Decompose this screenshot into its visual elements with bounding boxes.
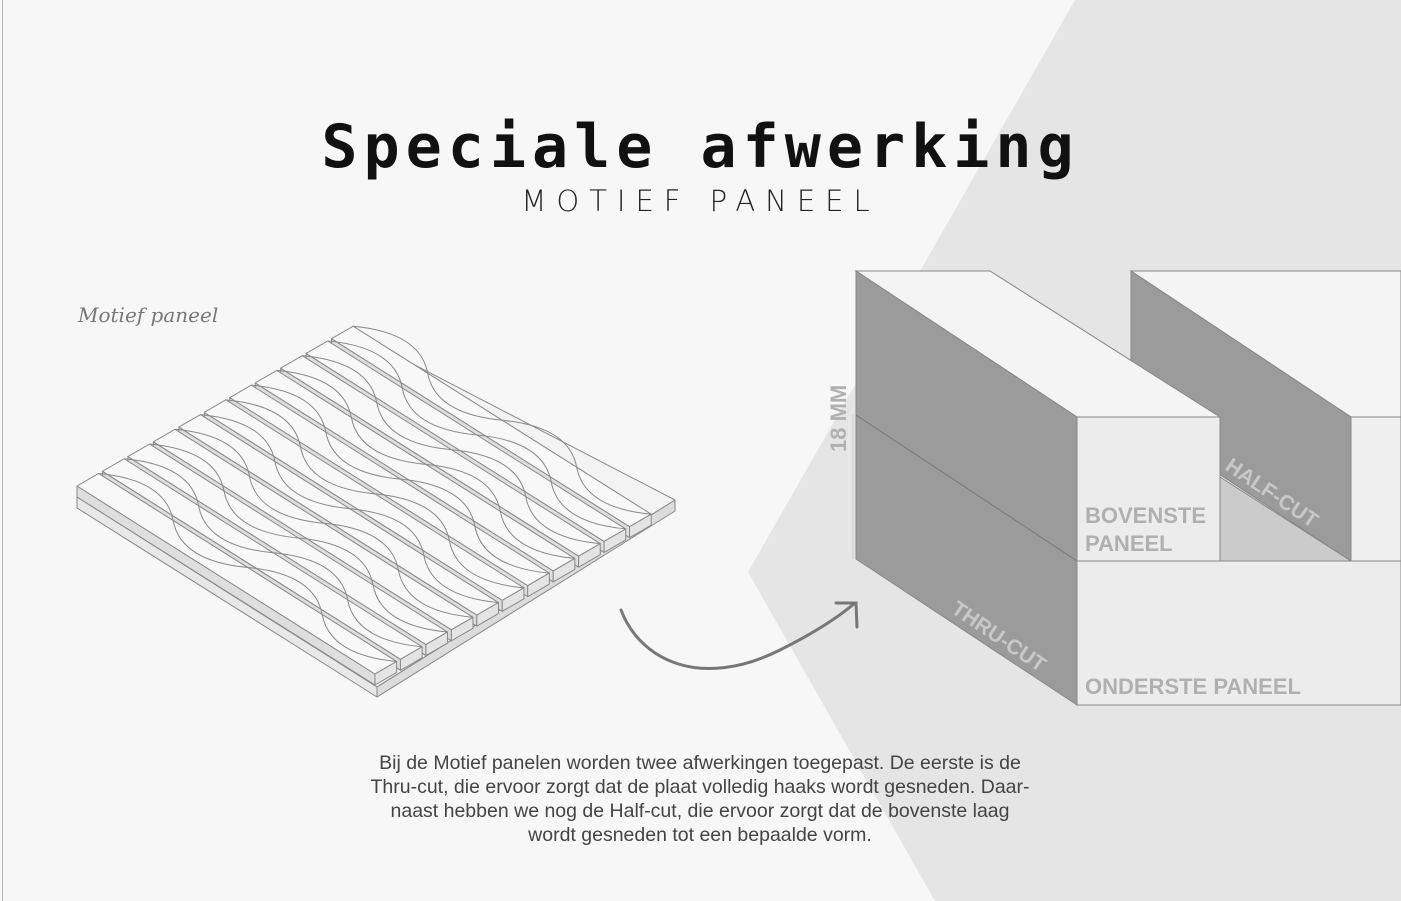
panel-caption: Motief paneel [78, 303, 219, 327]
slat-end [399, 646, 423, 671]
slat-end [552, 557, 576, 583]
slat-end [501, 587, 525, 612]
slat-wave [327, 340, 626, 530]
bottom-panel-label: ONDERSTE PANEEL [1085, 674, 1301, 699]
slat-wave [353, 325, 652, 515]
thickness-label: 18 MM [826, 385, 851, 452]
back-block-front [1350, 416, 1401, 562]
slat-wave [149, 443, 448, 633]
slat-wave [225, 399, 524, 589]
slat-wave [276, 369, 575, 559]
slat-wave [251, 384, 550, 574]
description-line: Thru-cut, die ervoor zorgt dat de plaat … [370, 776, 1030, 798]
description-line: naast hebben we nog de Half-cut, die erv… [390, 800, 1010, 822]
slat-end [527, 572, 550, 598]
slat-end [476, 602, 499, 627]
left-border [2, 0, 3, 901]
top-panel-label: BOVENSTE PANEEL [1085, 503, 1212, 556]
bottom-panel-front [1076, 560, 1401, 706]
slat-end [603, 528, 627, 553]
slat-wave [200, 414, 499, 604]
slat-wave [302, 355, 601, 545]
arrow-icon [619, 601, 859, 671]
slat-wave [124, 458, 423, 648]
slat-end [629, 513, 652, 539]
slat-end [450, 616, 474, 642]
slat-end [425, 631, 449, 657]
page-subtitle: MOTIEF PANEEL [521, 184, 880, 218]
slat-wave [174, 428, 474, 618]
page-title: Speciale afwerking [321, 112, 1080, 182]
description-line: Bij de Motief panelen worden twee afwerk… [379, 752, 1021, 774]
slat-end [578, 543, 601, 568]
cut-diagram [852, 270, 1401, 706]
description-line: wordt gesneden tot een bepaalde vorm. [528, 824, 872, 846]
motief-panel-illustration [76, 325, 676, 698]
slat-end [374, 660, 398, 686]
slat-wave [98, 472, 397, 662]
description: Bij de Motief panelen worden twee afwerk… [320, 751, 1080, 847]
